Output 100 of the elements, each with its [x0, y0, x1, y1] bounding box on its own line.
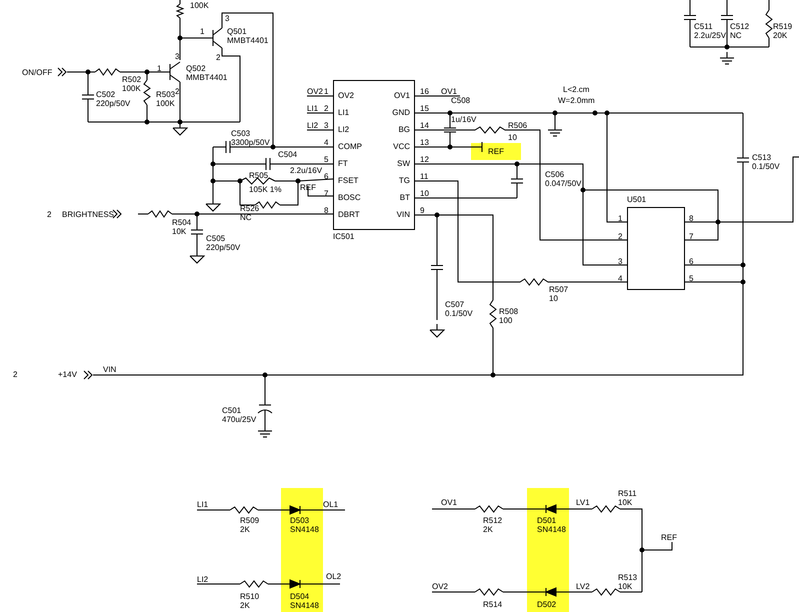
component-value: MMBT4401	[227, 36, 268, 45]
pin-number: 1	[157, 64, 162, 73]
component-label: R504	[172, 218, 192, 227]
component-value: 2K	[483, 525, 493, 534]
component-label: R505	[249, 171, 268, 180]
component-value: 10	[508, 133, 517, 142]
pin-name: TG	[398, 176, 410, 185]
pin-number: 7	[689, 232, 694, 241]
component-value: 470u/25V	[222, 415, 256, 424]
pin-name: FT	[338, 159, 348, 168]
component-value: 2K	[240, 601, 250, 610]
pin-name: DBRT	[338, 210, 360, 219]
component-value: 220p/50V	[206, 243, 240, 252]
pin-number: 1	[200, 27, 204, 36]
component-label: Q501	[227, 27, 247, 36]
net-label: BRIGHTNESS	[62, 210, 114, 219]
component-label: R507	[549, 285, 568, 294]
pin-name: FSET	[338, 176, 358, 185]
pin-name: COMP	[338, 142, 362, 151]
pin-number: 13	[420, 138, 429, 147]
pin-number: 6	[324, 172, 328, 181]
component-value: 0.047/50V	[545, 179, 582, 188]
component-value: NC	[730, 31, 742, 40]
component-value: 0.1/50V	[445, 309, 473, 318]
wire	[414, 126, 628, 240]
layout-note: L<2.cm	[563, 85, 590, 94]
component-label: C501	[222, 406, 242, 415]
component-label: C504	[278, 150, 298, 159]
pin-number: 7	[324, 189, 328, 198]
pin-number: 11	[420, 172, 428, 181]
pin-number: 15	[420, 104, 429, 113]
pin-name: LI2	[338, 125, 350, 134]
net-label: LV1	[576, 498, 590, 507]
pin-number: 2	[47, 210, 52, 219]
component-label: R509	[240, 516, 260, 525]
pin-number: 14	[420, 121, 429, 130]
wire	[414, 112, 628, 222]
component-value: SN4148	[290, 601, 319, 610]
layout-note: W=2.0mm	[558, 96, 595, 105]
component-value: 10K	[618, 498, 632, 507]
net-label: OV1	[441, 87, 458, 96]
net-label: LV2	[576, 582, 590, 591]
net-label: LI2	[197, 575, 208, 584]
wire	[414, 180, 628, 286]
component-value: 100	[499, 316, 512, 325]
component-label: C508	[451, 96, 470, 105]
wire	[414, 214, 744, 376]
net-label: OV1	[441, 498, 458, 507]
net-label: LI1	[197, 500, 208, 509]
pin-name: OV2	[338, 91, 354, 100]
component-label: R511	[618, 489, 637, 498]
net-label: LI2	[307, 121, 318, 130]
net-label: OL1	[323, 500, 338, 509]
pin-number: 2	[216, 53, 220, 62]
component-label: R506	[508, 121, 528, 130]
pin-number: 2	[324, 104, 328, 113]
pin-name: VCC	[393, 142, 410, 151]
net-label: OV2	[432, 582, 448, 591]
component-value: 100K	[156, 99, 175, 108]
component-label: C511	[694, 22, 713, 31]
component-label: R526	[240, 204, 260, 213]
net-label: REF	[661, 533, 677, 542]
component-label: C507	[445, 300, 464, 309]
component-value: 10K	[618, 582, 632, 591]
net-label: OL2	[326, 572, 342, 581]
net-label: ON/OFF	[22, 68, 52, 77]
pin-name: SW	[397, 159, 410, 168]
pin-name: BOSC	[338, 193, 361, 202]
component-label: Q502	[186, 64, 206, 73]
pin-name: GND	[392, 108, 410, 117]
component-label: R503	[156, 90, 176, 99]
pin-name: OV1	[394, 91, 410, 100]
component-label: U501	[627, 195, 646, 204]
component-label: C512	[730, 22, 750, 31]
component-value: 105K 1%	[249, 185, 282, 194]
pin-number: 3	[175, 52, 180, 61]
component-value: 3300p/50V	[231, 138, 270, 147]
component-value: SN4148	[537, 525, 566, 534]
component-label: R513	[618, 573, 638, 582]
component-label: R514	[483, 600, 502, 609]
component-value: 2K	[240, 525, 250, 534]
component-label: IC501	[333, 232, 354, 241]
component-label: R519	[773, 22, 792, 31]
pin-number: 9	[420, 206, 424, 215]
pin-number: 10	[420, 189, 429, 198]
component-label: R512	[483, 516, 502, 525]
pin-number: 6	[689, 257, 694, 266]
pin-number: 1	[324, 87, 328, 96]
component-label: D501	[537, 516, 556, 525]
component-value: 20K	[773, 31, 788, 40]
component-value: 100K	[122, 84, 141, 93]
component-label: D502	[537, 600, 556, 609]
component-value: 2.2u/16V	[290, 166, 322, 175]
pin-name: BT	[400, 193, 410, 202]
component-value: 10	[549, 294, 558, 303]
pin-number: 2	[618, 232, 622, 241]
net-label: REF	[300, 183, 316, 192]
component-label: C506	[545, 170, 564, 179]
pin-number: 5	[689, 274, 694, 283]
component-value: 100K	[190, 1, 209, 10]
